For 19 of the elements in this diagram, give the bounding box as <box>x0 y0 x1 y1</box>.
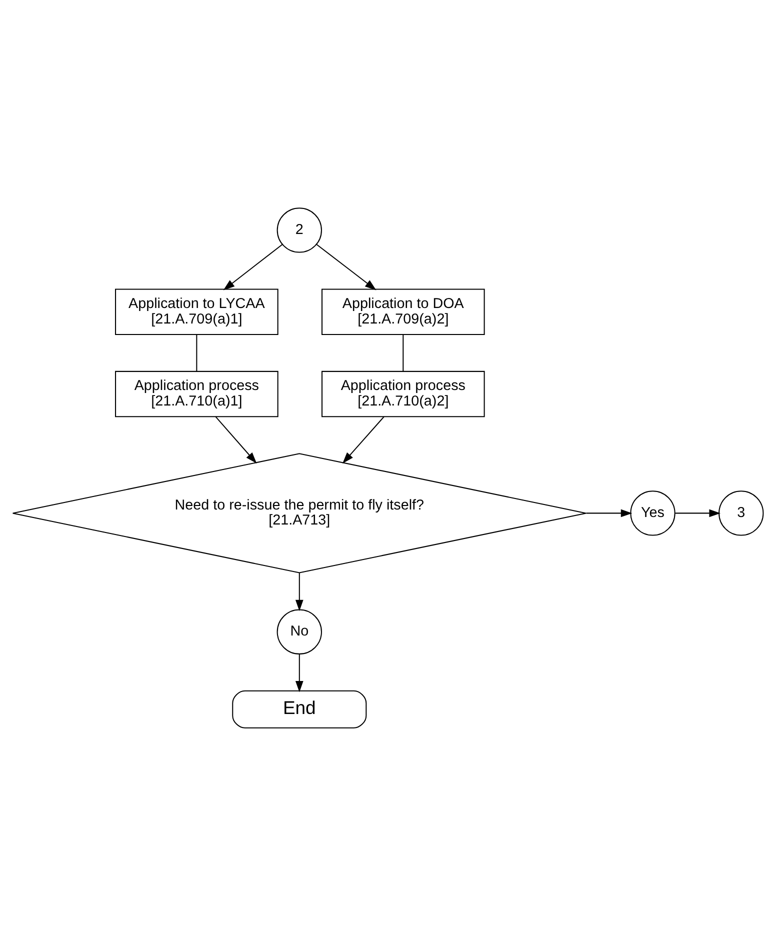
arrow <box>316 243 376 290</box>
arrow <box>295 654 304 692</box>
arrow <box>215 416 257 464</box>
arrow <box>675 508 721 517</box>
node-circle: No <box>276 608 322 654</box>
node-circle: Yes <box>630 490 676 536</box>
arrow <box>223 243 283 290</box>
node-box: Application process [21.A.710(a)2] <box>321 370 485 417</box>
node-circle: 2 <box>276 207 322 252</box>
arrow <box>295 572 304 611</box>
node-box: Application process [21.A.710(a)1] <box>115 370 278 417</box>
node-box: Application to LYCAA [21.A.709(a)1] <box>115 288 278 334</box>
connector <box>402 334 404 371</box>
node-circle: 3 <box>718 490 764 536</box>
node-box: End <box>232 690 367 728</box>
connector <box>196 334 198 371</box>
arrow <box>342 416 384 464</box>
node-box: Application to DOA [21.A.709(a)2] <box>321 288 485 334</box>
arrow <box>586 508 632 517</box>
